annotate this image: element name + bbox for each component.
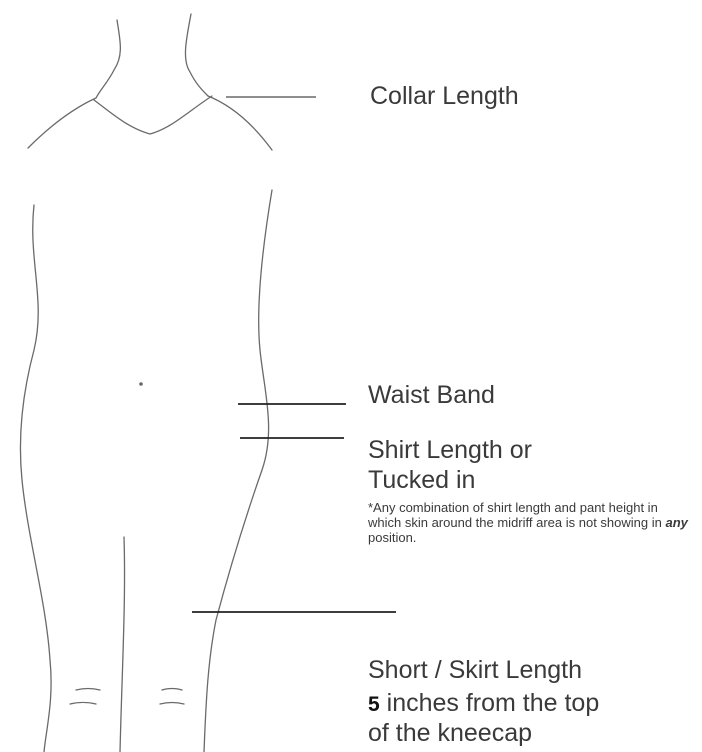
right-knee-mark-lower <box>160 703 184 705</box>
navel-dot <box>139 382 143 386</box>
shirt-length-label: Shirt Length or <box>368 435 532 465</box>
left-body-outline <box>21 205 52 752</box>
inches-text: inches from the top <box>380 689 600 717</box>
note-text-part1: *Any combination of shirt length and pan… <box>368 500 665 530</box>
inches-from-top-label: 5 inches from the top <box>368 688 599 720</box>
left-knee-mark-lower <box>70 703 96 705</box>
inches-number: 5 <box>368 693 380 716</box>
tucked-in-label: Tucked in <box>368 465 475 495</box>
left-knee-mark <box>76 689 100 691</box>
right-body-outline <box>204 190 272 752</box>
left-shoulder <box>28 98 96 148</box>
inner-leg-line <box>120 537 125 752</box>
neck-right-outline <box>185 14 208 96</box>
right-shoulder <box>208 96 272 150</box>
neck-left-outline <box>96 20 120 98</box>
waist-band-label: Waist Band <box>368 380 495 410</box>
kneecap-label: of the kneecap <box>368 718 532 748</box>
collar-length-label: Collar Length <box>370 81 519 111</box>
note-text-part2: position. <box>368 530 416 545</box>
collar-neckline <box>94 96 212 134</box>
note-text-emphasis: any <box>665 515 687 530</box>
shirt-length-note: *Any combination of shirt length and pan… <box>368 500 688 545</box>
right-knee-mark <box>162 689 182 691</box>
short-skirt-length-label: Short / Skirt Length <box>368 655 582 685</box>
